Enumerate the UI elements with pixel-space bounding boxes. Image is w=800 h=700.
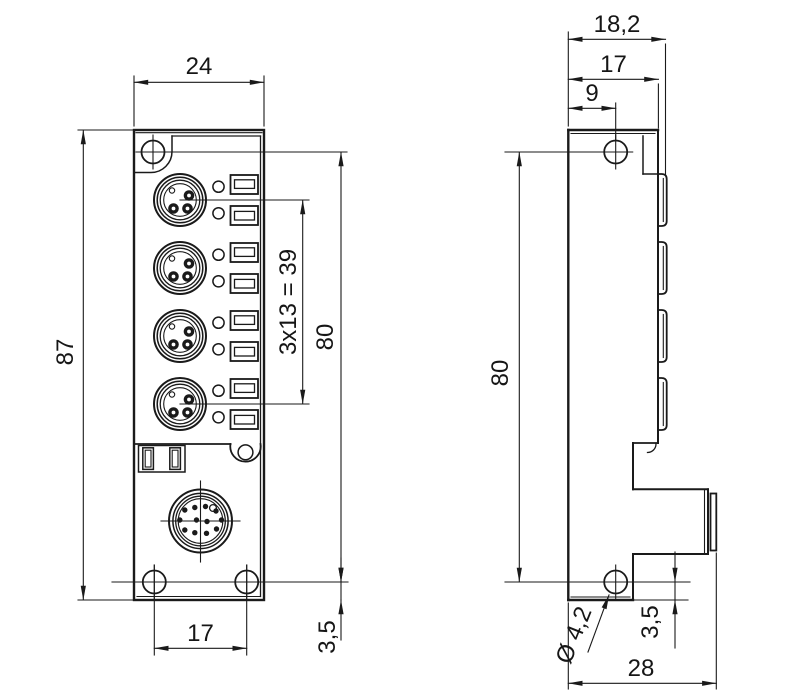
cable-notch	[229, 442, 262, 463]
front-top-screw-hole	[135, 134, 171, 170]
dim-side-hole-spacing-v: 80	[487, 360, 514, 387]
dim-front-height: 87	[52, 339, 79, 366]
side-view	[567, 102, 718, 602]
dim-side-depth-with-connector: 28	[628, 655, 655, 682]
side-housing-outline	[567, 128, 660, 602]
m12-pins	[177, 503, 225, 536]
m12-connector	[160, 480, 241, 563]
dim-front-hole-spacing-h: 17	[187, 620, 214, 647]
side-dimensions: 18,2 17 9 80 3,5 28 Ø 4,2	[487, 11, 717, 690]
front-housing-outline	[132, 128, 266, 602]
leader-line	[587, 594, 610, 653]
dim-side-hole-diameter: Ø 4,2	[551, 603, 598, 668]
m12-end-cap	[709, 492, 718, 552]
dim-side-depth-overall: 18,2	[594, 11, 641, 38]
keying-notch	[208, 503, 218, 513]
dim-side-hole-offset-bottom: 3,5	[637, 605, 664, 638]
dim-side-depth-housing: 17	[600, 51, 627, 78]
front-view	[111, 128, 349, 656]
notch-profile	[646, 443, 657, 454]
lower-housing-section	[133, 442, 262, 473]
dim-front-width: 24	[186, 53, 213, 80]
dim-side-hole-offset-back: 9	[585, 80, 598, 107]
dim-connector-pitch: 3x13 = 39	[275, 249, 302, 355]
notch-hole	[237, 444, 254, 461]
dim-front-hole-spacing-v: 80	[312, 324, 339, 351]
dim-front-hole-offset-bottom: 3,5	[314, 620, 341, 653]
front-dimensions: 24 87 3x13 = 39 80 3,5 17	[52, 53, 344, 654]
mounting-slot-area	[137, 444, 186, 473]
m12-connector-profile	[632, 488, 718, 555]
